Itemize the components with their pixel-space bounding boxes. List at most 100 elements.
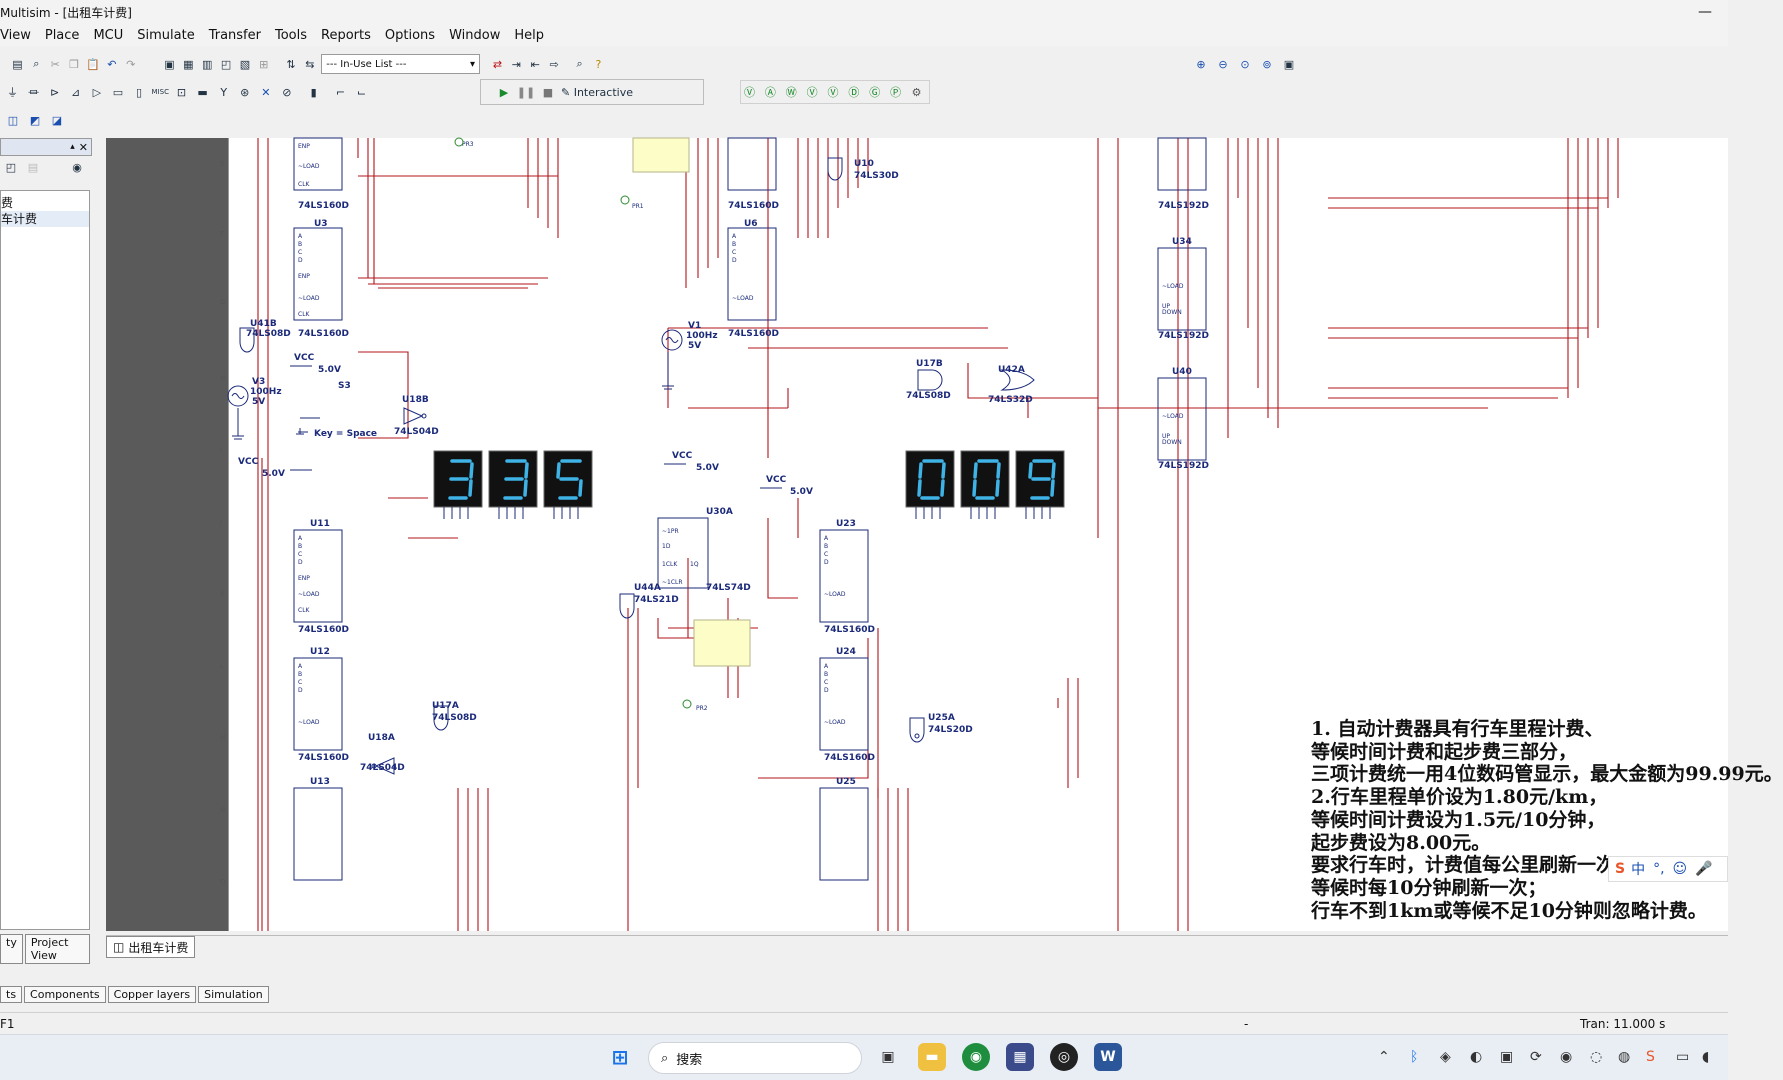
forward-icon[interactable]: ⇨ — [549, 57, 559, 71]
taskbar-search[interactable]: ⌕ 搜索 — [648, 1042, 862, 1074]
current-probe-icon[interactable]: Ⓐ — [764, 86, 776, 99]
task-view-icon[interactable]: ▣ — [881, 1049, 895, 1065]
gear-icon[interactable]: ⚙ — [911, 85, 922, 99]
help-icon[interactable]: ? — [595, 57, 602, 71]
run-icon[interactable]: ▶ — [499, 85, 509, 99]
diode-icon[interactable]: ⊳ — [50, 85, 60, 99]
tab-project-view[interactable]: Project View — [24, 934, 90, 964]
copy-icon[interactable]: ❐ — [69, 57, 79, 71]
cmos-icon[interactable]: ▯ — [135, 85, 143, 99]
zoom-in-icon[interactable]: ⊕ — [1196, 57, 1206, 71]
volume-icon[interactable]: ◖ — [1702, 1049, 1710, 1065]
punct-icon[interactable]: °, — [1653, 861, 1665, 877]
tab-simulation[interactable]: Simulation — [198, 985, 269, 1003]
analog-icon[interactable]: ▷ — [92, 85, 102, 99]
indicator-icon[interactable]: ▬ — [197, 85, 208, 99]
probe-icon[interactable]: ⇄ — [492, 57, 503, 71]
menu-help[interactable]: Help — [514, 27, 544, 43]
ime-mode-label[interactable]: 中 — [1631, 862, 1646, 878]
menu-simulate[interactable]: Simulate — [137, 27, 195, 43]
graph-icon-3[interactable]: ◪ — [51, 113, 63, 127]
zoom-sheet-icon[interactable]: ⊚ — [1262, 57, 1272, 71]
design-toolbox-icon[interactable]: ▣ — [164, 57, 175, 71]
tab-hierarchy[interactable]: ty — [0, 934, 23, 964]
print-icon[interactable]: ▤ — [12, 57, 23, 71]
cut-icon[interactable]: ✂ — [50, 57, 60, 71]
microphone-icon[interactable]: 🎤 — [1695, 861, 1713, 877]
stop-icon[interactable]: ■ — [542, 85, 554, 99]
ime-toolbar[interactable]: S 中 °, ☺ 🎤 — [1608, 856, 1728, 882]
tab-copper-layers[interactable]: Copper layers — [107, 985, 197, 1003]
graph-icon-1[interactable]: ◫ — [7, 113, 19, 127]
fullscreen-icon[interactable]: ▣ — [1283, 57, 1295, 71]
menu-transfer[interactable]: Transfer — [208, 27, 261, 43]
panel-pin-icon[interactable]: ▴ — [70, 142, 75, 152]
grapher-icon[interactable]: ◰ — [220, 57, 232, 71]
emoji-icon[interactable]: ☺ — [1672, 861, 1688, 877]
zoom-area-icon[interactable]: ⊙ — [1240, 57, 1250, 71]
bus-icon[interactable]: ⌐ — [335, 85, 346, 99]
tree-item-root[interactable]: 费 — [1, 196, 14, 210]
diff-voltage-probe-icon[interactable]: Ⓥ — [806, 86, 818, 99]
erc-icon[interactable]: ⊞ — [259, 57, 269, 71]
visibility-icon[interactable]: ◉ — [72, 160, 82, 174]
ref-voltage-probe-icon[interactable]: Ⓥ — [827, 86, 839, 99]
digital-probe-icon[interactable]: Ⓓ — [848, 86, 860, 99]
backannotate-icon[interactable]: ⇆ — [305, 57, 315, 71]
menu-mcu[interactable]: MCU — [93, 27, 124, 43]
find-icon[interactable]: ⌕ — [576, 57, 583, 70]
tree-open-icon[interactable]: ◰ — [5, 160, 17, 174]
tab-results[interactable]: ts — [0, 985, 23, 1003]
mcu-icon[interactable]: ⊘ — [282, 85, 292, 99]
undo-icon[interactable]: ↶ — [107, 57, 117, 71]
annotate-icon[interactable]: ⇅ — [286, 57, 296, 71]
transistor-icon[interactable]: ⊿ — [71, 85, 81, 99]
tray-app-icon-4[interactable]: ⟳ — [1530, 1049, 1542, 1065]
tray-app-icon-2[interactable]: ◐ — [1470, 1049, 1483, 1065]
mixed-icon[interactable]: ⊡ — [176, 85, 187, 99]
graph-icon-2[interactable]: ◩ — [29, 113, 41, 127]
basic-icon[interactable]: ⏛ — [28, 86, 40, 99]
menu-tools[interactable]: Tools — [274, 27, 308, 43]
zoom-out-icon[interactable]: ⊖ — [1218, 57, 1228, 71]
paste-icon[interactable]: 📋 — [86, 57, 100, 71]
probe-settings-icon[interactable]: Ⓟ — [890, 86, 902, 99]
menu-options[interactable]: Options — [384, 27, 436, 43]
menu-window[interactable]: Window — [449, 27, 501, 43]
tree-item-design[interactable]: 车计费 — [1, 211, 89, 227]
network-icon[interactable]: ▭ — [1676, 1049, 1690, 1065]
power-icon[interactable]: Y — [220, 85, 228, 99]
tray-app-icon-1[interactable]: ◈ — [1440, 1049, 1451, 1065]
menu-view[interactable]: View — [0, 27, 31, 43]
tray-app-icon-3[interactable]: ▣ — [1500, 1049, 1514, 1065]
interactive-button[interactable]: ✎ Interactive — [561, 85, 633, 99]
database-icon[interactable]: ▥ — [201, 57, 213, 71]
minimize-button[interactable]: — — [1698, 4, 1712, 20]
print-preview-icon[interactable]: ⌕ — [33, 57, 40, 70]
ground-probe-icon[interactable]: Ⓖ — [869, 86, 881, 99]
hier-block-icon[interactable]: ▮ — [310, 85, 317, 99]
start-icon[interactable]: ⊞ — [611, 1045, 629, 1069]
redo-icon[interactable]: ↷ — [126, 57, 136, 71]
word-icon[interactable]: W — [1094, 1043, 1122, 1071]
tab-components[interactable]: Components — [24, 985, 106, 1003]
tray-app-icon-7[interactable]: ◍ — [1618, 1049, 1631, 1065]
tray-chevron-icon[interactable]: ⌃ — [1378, 1049, 1390, 1065]
tab-document[interactable]: ◫ 出租车计费 — [106, 936, 196, 958]
rf-icon[interactable]: ⊛ — [240, 85, 250, 99]
menu-place[interactable]: Place — [44, 27, 80, 43]
in-use-list-select[interactable]: --- In-Use List --- ▾ — [321, 54, 481, 74]
wire-icon[interactable]: ⌙ — [356, 85, 367, 99]
menu-reports[interactable]: Reports — [321, 27, 371, 43]
back-icon[interactable]: ⇤ — [530, 57, 540, 71]
source-icon[interactable]: ⏚ — [7, 86, 19, 99]
voltage-probe-icon[interactable]: Ⓥ — [743, 86, 755, 99]
ttl-icon[interactable]: ▭ — [112, 85, 124, 99]
chrome-icon[interactable]: ◉ — [962, 1043, 990, 1071]
bluetooth-icon[interactable]: ᛒ — [1410, 1049, 1419, 1065]
power-probe-icon[interactable]: Ⓦ — [785, 86, 797, 99]
tray-app-icon-5[interactable]: ◉ — [1560, 1049, 1573, 1065]
transfer-icon[interactable]: ⇥ — [511, 57, 521, 71]
obs-icon[interactable]: ◎ — [1050, 1043, 1078, 1071]
